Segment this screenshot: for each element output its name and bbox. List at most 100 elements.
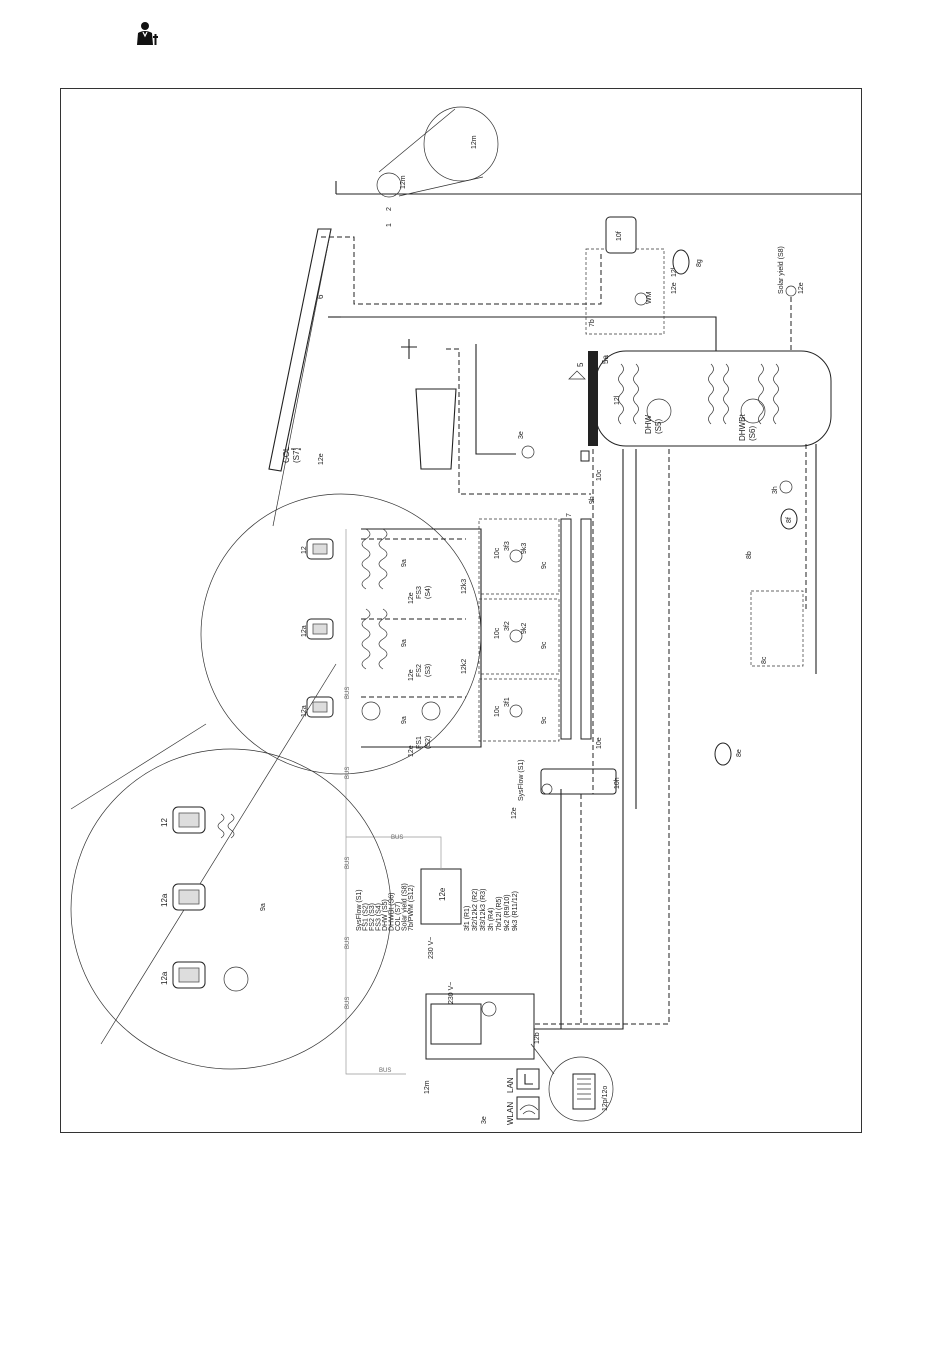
label-collector-6: 6	[316, 294, 325, 299]
solar-pump	[634, 292, 648, 306]
svg-text:BUS: BUS	[345, 687, 351, 699]
svg-text:12a: 12a	[160, 893, 169, 907]
label-12m: 12m	[400, 175, 407, 189]
svg-text:5: 5	[576, 362, 585, 367]
solar-collector	[268, 228, 332, 527]
label-col: COL	[282, 446, 291, 463]
module-12p	[572, 1073, 596, 1110]
svg-text:WM: WM	[646, 291, 653, 304]
label-dhwbt: DHWBt	[738, 414, 747, 441]
mixer-group-circuit1	[478, 678, 560, 742]
svg-text:1: 1	[386, 223, 393, 227]
svg-text:230 V~: 230 V~	[448, 982, 455, 1004]
terminal-left-label: DHWBt (S6)	[389, 893, 396, 932]
svg-text:10h: 10h	[614, 777, 621, 789]
vessel-8e	[714, 742, 732, 766]
svg-text:12k2: 12k2	[461, 659, 468, 674]
pump-3h	[779, 480, 793, 494]
terminal-left-label: COL (S7)	[395, 902, 402, 931]
installer-icon	[137, 22, 158, 45]
terminal-left-label: DHW (S5)	[382, 899, 389, 931]
svg-text:12m: 12m	[424, 1080, 431, 1094]
svg-text:12l: 12l	[614, 395, 621, 405]
svg-text:BUS: BUS	[345, 857, 351, 869]
terminal-right-label: 3f2/12k2 (R2)	[472, 889, 479, 931]
mixer-group-circuit2	[478, 598, 560, 675]
pump-3f3	[509, 549, 523, 563]
hydraulic-diagram-frame: 12m 12m 2 1 6 COL (S7) 12e 7b WM 12e 12l…	[60, 88, 862, 1133]
svg-text:9c: 9c	[541, 561, 548, 569]
svg-text:9k2: 9k2	[521, 623, 528, 634]
check-valve-10c	[580, 450, 590, 462]
lan-icon	[516, 1068, 540, 1090]
svg-text:7: 7	[566, 513, 573, 517]
svg-text:10c: 10c	[494, 547, 501, 559]
svg-text:BUS: BUS	[379, 1068, 391, 1074]
svg-text:12e: 12e	[408, 669, 415, 681]
shower-head-icon	[401, 339, 417, 359]
svg-text:8c: 8c	[761, 656, 768, 664]
svg-text:3f3: 3f3	[504, 541, 511, 551]
svg-text:12l: 12l	[671, 267, 678, 277]
manifold-7	[560, 518, 572, 740]
label-fs3: FS3	[416, 586, 423, 599]
svg-text:BUS: BUS	[345, 767, 351, 779]
circulation-pump-3e	[521, 445, 535, 459]
svg-text:10e: 10e	[596, 737, 603, 749]
controller-12e	[420, 868, 462, 925]
label-fs1: FS1	[416, 736, 423, 749]
terminal-right-label: 7b/12l (R5)	[496, 896, 503, 931]
svg-text:8b: 8b	[746, 551, 753, 559]
terminal-left-label: FS2 (S3)	[369, 903, 376, 931]
label-controller: 12e	[438, 887, 447, 901]
remote-sensor-zoom	[423, 106, 499, 182]
svg-text:10f: 10f	[616, 231, 623, 241]
svg-text:12e: 12e	[408, 745, 415, 757]
terminal-right-label: 3f1 (R1)	[464, 906, 471, 931]
terminals-right: 3f1 (R1)3f2/12k2 (R2)3f3/12k3 (R3)3h (R4…	[464, 889, 519, 931]
svg-text:3f2: 3f2	[504, 621, 511, 631]
remote-sensor-12m	[376, 172, 402, 198]
terminal-right-label: 3f3/12k3 (R3)	[480, 889, 487, 931]
svg-text:9a: 9a	[401, 639, 408, 647]
svg-text:9a: 9a	[401, 559, 408, 567]
svg-text:BUS: BUS	[345, 937, 351, 949]
svg-text:3f1: 3f1	[504, 697, 511, 707]
svg-text:12p/12o: 12p/12o	[602, 1086, 609, 1111]
svg-text:9c: 9c	[541, 716, 548, 724]
svg-text:9a: 9a	[401, 716, 408, 724]
svg-text:230 V~: 230 V~	[428, 937, 435, 959]
terminal-left-label: SysFlow (S1)	[356, 889, 363, 931]
hydraulic-separator	[540, 768, 617, 795]
label-sysflow: SysFlow (S1)	[518, 759, 525, 801]
wlan-icon	[516, 1096, 540, 1120]
svg-text:(S6): (S6)	[748, 426, 757, 441]
mixer-group-circuit3	[478, 518, 560, 595]
svg-text:12: 12	[301, 546, 308, 554]
sysflow-sensor	[541, 783, 553, 795]
terminal-right-label: 3h (R4)	[488, 908, 495, 931]
svg-text:10c: 10c	[596, 469, 603, 481]
label-lan: LAN	[506, 1077, 515, 1093]
radiator-circuit1	[361, 701, 381, 721]
storage-tank	[588, 350, 832, 447]
svg-text:(S2): (S2)	[425, 736, 432, 749]
svg-text:5a: 5a	[601, 355, 610, 364]
expansion-vessel-10f	[605, 216, 637, 254]
svg-text:12a: 12a	[301, 625, 308, 637]
svg-text:12b: 12b	[534, 1032, 541, 1044]
svg-text:3e: 3e	[518, 431, 525, 439]
vessel-8f	[780, 508, 798, 530]
label-solar-yield: Solar yield (S8)	[778, 246, 785, 294]
svg-text:12e: 12e	[798, 282, 805, 294]
svg-text:(S3): (S3)	[425, 664, 432, 677]
svg-text:2: 2	[386, 207, 393, 211]
solar-yield-sensor	[785, 285, 797, 297]
terminal-left-label: Solar yield (S8)	[402, 883, 409, 931]
svg-text:9c: 9c	[541, 641, 548, 649]
svg-text:(S7): (S7)	[292, 448, 301, 463]
svg-text:12e: 12e	[511, 807, 518, 819]
svg-text:BUS: BUS	[345, 997, 351, 1009]
svg-text:3h: 3h	[772, 486, 779, 494]
safety-group-8c	[750, 590, 804, 667]
